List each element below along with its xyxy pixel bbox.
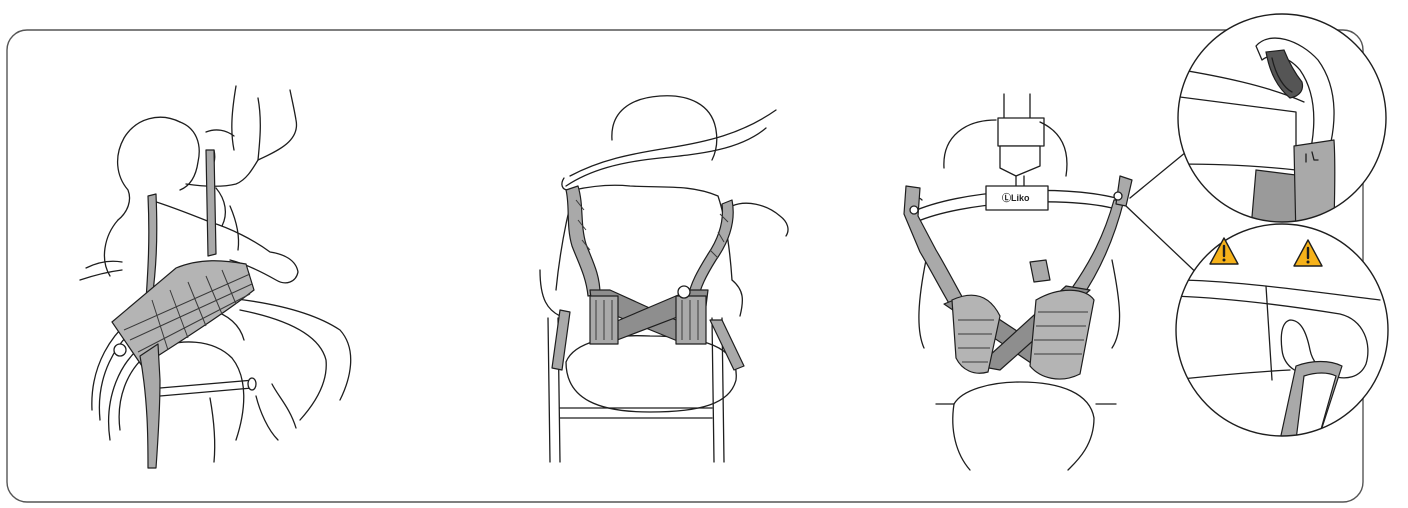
liko-logo: ⓁLiko [1002,192,1030,203]
panel-3-attach-to-spreader-bar: ⓁLiko [904,94,1132,470]
panel-1-sling-placement [80,86,351,468]
detail-inset-hook-clip [1130,14,1386,240]
detail-inset-hook-strap [1126,206,1388,440]
panel-2-sling-crossed-straps [540,96,788,462]
